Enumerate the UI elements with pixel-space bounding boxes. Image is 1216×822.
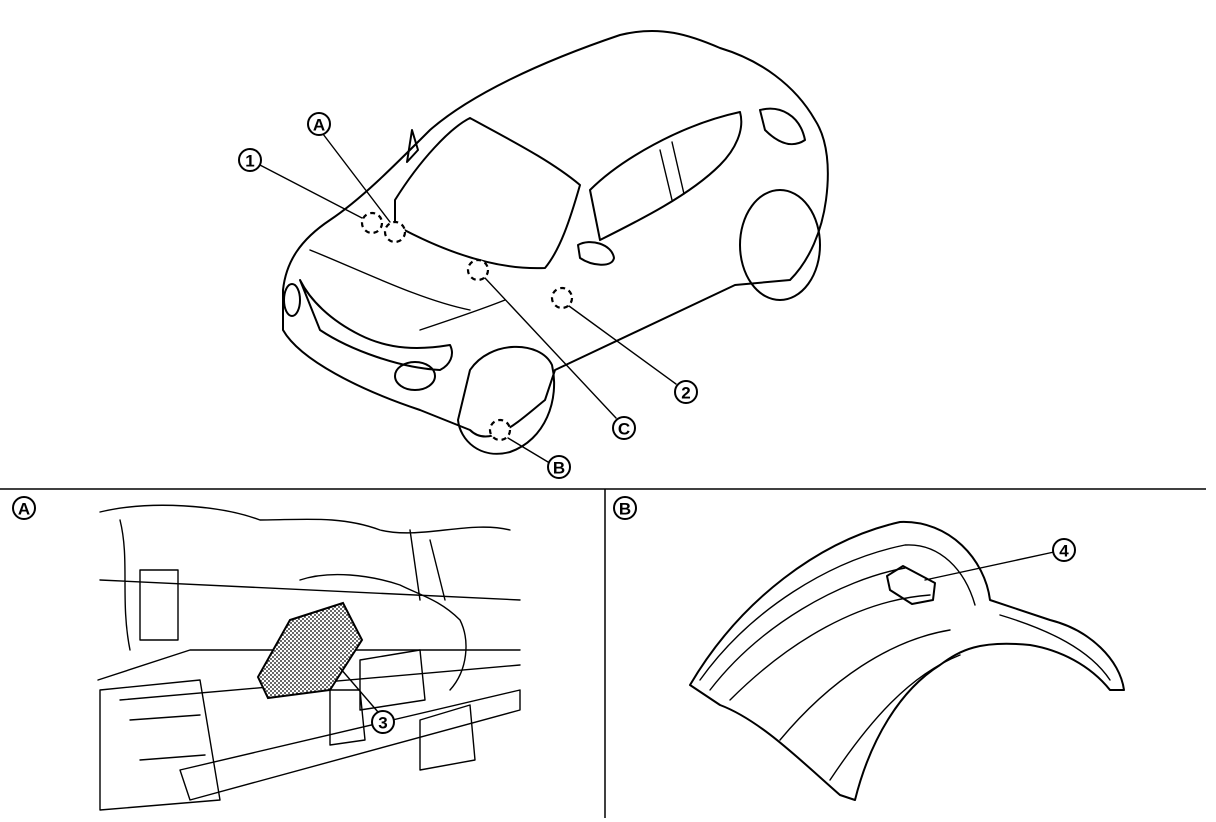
callout-a: A: [307, 112, 331, 136]
front-wheel: [457, 345, 556, 455]
relay-box: [139, 569, 179, 641]
callout-4: 4: [1052, 538, 1076, 562]
callout-2-label: 2: [681, 384, 690, 403]
panel-a-label: A: [12, 496, 36, 520]
wiring-harness: [299, 529, 467, 691]
headlamp: [283, 283, 301, 317]
vehicle-body-outline: [282, 29, 829, 438]
callout-2: 2: [674, 380, 698, 404]
engine-bay-structure: [97, 504, 521, 701]
rear-wheel: [739, 189, 821, 301]
panel-a-label-text: A: [18, 500, 30, 519]
antenna: [406, 129, 419, 163]
support-bracket: [179, 689, 521, 801]
leader-line-a: [322, 133, 391, 223]
front-grille: [299, 279, 453, 371]
leader-line-b: [507, 437, 549, 463]
wheel-rim-flange: [699, 544, 1111, 691]
callout-1-label: 1: [245, 152, 254, 171]
component-3-hatched: [256, 601, 364, 700]
location-marker-c: [466, 258, 490, 282]
leader-line-2: [568, 305, 677, 385]
leader-line-4: [924, 551, 1055, 581]
location-marker-b: [488, 418, 512, 442]
tpms-sensor: [886, 565, 936, 605]
callout-a-label: A: [313, 116, 325, 135]
hood-crease: [419, 299, 506, 331]
location-marker-2: [550, 286, 574, 310]
callout-3-label: 3: [378, 714, 387, 733]
vehicle-side-window: [589, 111, 743, 241]
window-pillar: [671, 141, 685, 195]
panel-b-label: B: [613, 496, 637, 520]
leader-line-3: [339, 667, 379, 713]
callout-1: 1: [238, 148, 262, 172]
location-marker-1: [360, 211, 384, 235]
leader-line-c: [484, 277, 617, 419]
vehicle-windshield: [394, 117, 581, 270]
wheel-rim-channel: [729, 594, 961, 781]
detail-panel-a: A 3: [12, 496, 521, 811]
fog-lamp: [394, 361, 436, 391]
callout-b-label: B: [553, 459, 565, 478]
tail-light: [759, 107, 806, 146]
radiator-support: [99, 679, 221, 811]
location-marker-a: [383, 220, 407, 244]
callout-3: 3: [371, 710, 395, 734]
door-mirror: [577, 241, 615, 266]
hood-line: [309, 249, 471, 311]
vehicle-overview: 1 A 2 C B: [238, 29, 829, 479]
leader-line-1: [257, 163, 363, 219]
window-pillar: [659, 149, 673, 201]
wheel-rim-outer: [689, 520, 1125, 801]
detail-panel-b: B 4: [613, 496, 1125, 801]
callout-c-label: C: [618, 420, 630, 439]
panel-b-label-text: B: [619, 500, 631, 519]
callout-4-label: 4: [1059, 542, 1069, 561]
bracket-assembly: [329, 649, 476, 771]
callout-c: C: [612, 416, 636, 440]
callout-b: B: [547, 455, 571, 479]
